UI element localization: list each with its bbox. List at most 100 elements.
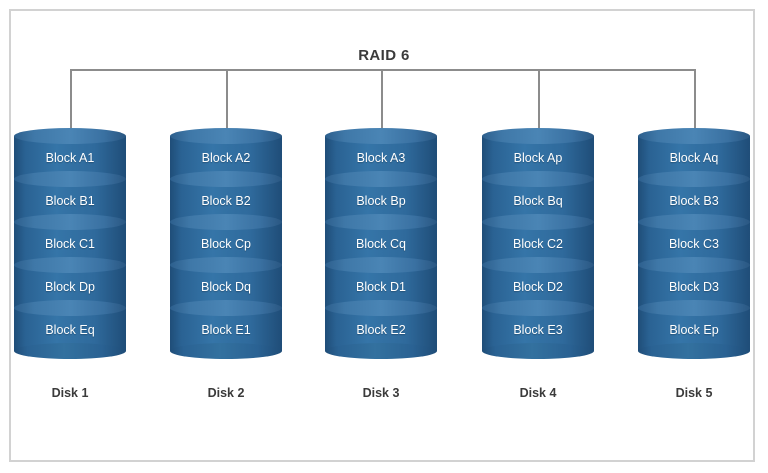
disk-5[interactable]: Block Aq Block B3 Block C3 Block D3 Bloc… (638, 128, 750, 368)
disk-5-block-2[interactable]: Block B3 (638, 171, 750, 222)
cylinder-cap-icon (325, 214, 437, 230)
disk-4-block-4[interactable]: Block D2 (482, 257, 594, 308)
block-label: Block Ep (669, 322, 719, 337)
block-label: Block E2 (356, 322, 406, 337)
disk-5-block-1[interactable]: Block Aq (638, 128, 750, 179)
disk-1-stack: Block A1 Block B1 Block C1 Block Dp Bloc… (14, 128, 126, 368)
block-label: Block A1 (45, 150, 95, 165)
disk-2-stack: Block A2 Block B2 Block Cp Block Dq Bloc… (170, 128, 282, 368)
disk-1-block-5[interactable]: Block Eq (14, 300, 126, 359)
disk-3-block-1[interactable]: Block A3 (325, 128, 437, 179)
connector-line-disk-2 (226, 69, 228, 141)
disk-2-block-5[interactable]: Block E1 (170, 300, 282, 359)
cylinder-base-icon (325, 343, 437, 359)
disk-4-block-1[interactable]: Block Ap (482, 128, 594, 179)
block-label: Block Dp (44, 279, 96, 294)
cylinder-cap-icon (170, 300, 282, 316)
block-label: Block Ap (513, 150, 563, 165)
cylinder-base-icon (14, 343, 126, 359)
block-label: Block Dq (200, 279, 252, 294)
disk-3-block-4[interactable]: Block D1 (325, 257, 437, 308)
block-label: Block D3 (668, 279, 720, 294)
block-label: Block Aq (669, 150, 719, 165)
cylinder-cap-icon (14, 128, 126, 144)
disk-5-block-5[interactable]: Block Ep (638, 300, 750, 359)
block-label: Block D1 (355, 279, 407, 294)
cylinder-cap-icon (325, 171, 437, 187)
cylinder-cap-icon (638, 171, 750, 187)
cylinder-cap-icon (325, 128, 437, 144)
disk-1-block-2[interactable]: Block B1 (14, 171, 126, 222)
block-label: Block B2 (201, 193, 251, 208)
disk-4-block-3[interactable]: Block C2 (482, 214, 594, 265)
disk-4-label: Disk 4 (519, 386, 557, 400)
disk-2-block-1[interactable]: Block A2 (170, 128, 282, 179)
block-label: Block E1 (201, 322, 251, 337)
cylinder-cap-icon (325, 300, 437, 316)
cylinder-cap-icon (14, 300, 126, 316)
disk-2[interactable]: Block A2 Block B2 Block Cp Block Dq Bloc… (170, 128, 282, 368)
block-label: Block D2 (512, 279, 564, 294)
disk-3-block-5[interactable]: Block E2 (325, 300, 437, 359)
disk-3-block-2[interactable]: Block Bp (325, 171, 437, 222)
block-label: Block Cp (200, 236, 252, 251)
block-label: Block Cq (355, 236, 407, 251)
disk-1-block-3[interactable]: Block C1 (14, 214, 126, 265)
connector-line-disk-1 (70, 69, 72, 141)
block-label: Block B3 (669, 193, 719, 208)
raid-bus-line (70, 69, 696, 71)
disk-4[interactable]: Block Ap Block Bq Block C2 Block D2 Bloc… (482, 128, 594, 368)
block-label: Block Eq (45, 322, 95, 337)
block-label: Block Bq (513, 193, 563, 208)
cylinder-cap-icon (482, 257, 594, 273)
disk-4-block-2[interactable]: Block Bq (482, 171, 594, 222)
disk-5-block-3[interactable]: Block C3 (638, 214, 750, 265)
cylinder-cap-icon (14, 257, 126, 273)
cylinder-cap-icon (482, 128, 594, 144)
cylinder-cap-icon (482, 300, 594, 316)
cylinder-cap-icon (638, 128, 750, 144)
connector-line-disk-3 (381, 69, 383, 141)
disk-2-block-3[interactable]: Block Cp (170, 214, 282, 265)
disk-4-block-5[interactable]: Block E3 (482, 300, 594, 359)
block-label: Block Bp (356, 193, 406, 208)
block-label: Block E3 (513, 322, 563, 337)
cylinder-cap-icon (325, 257, 437, 273)
disk-4-stack: Block Ap Block Bq Block C2 Block D2 Bloc… (482, 128, 594, 368)
disk-3[interactable]: Block A3 Block Bp Block Cq Block D1 Bloc… (325, 128, 437, 368)
disk-5-label: Disk 5 (675, 386, 713, 400)
disk-5-stack: Block Aq Block B3 Block C3 Block D3 Bloc… (638, 128, 750, 368)
block-label: Block B1 (45, 193, 95, 208)
cylinder-cap-icon (170, 257, 282, 273)
cylinder-cap-icon (482, 214, 594, 230)
diagram-title: RAID 6 (358, 47, 410, 64)
block-label: Block C1 (44, 236, 96, 251)
cylinder-cap-icon (638, 257, 750, 273)
block-label: Block C2 (512, 236, 564, 251)
connector-line-disk-4 (538, 69, 540, 141)
cylinder-base-icon (638, 343, 750, 359)
connector-line-disk-5 (694, 69, 696, 141)
cylinder-cap-icon (14, 214, 126, 230)
disk-1[interactable]: Block A1 Block B1 Block C1 Block Dp Bloc… (14, 128, 126, 368)
disk-1-label: Disk 1 (51, 386, 89, 400)
cylinder-base-icon (170, 343, 282, 359)
cylinder-cap-icon (638, 300, 750, 316)
disk-1-block-1[interactable]: Block A1 (14, 128, 126, 179)
cylinder-cap-icon (170, 128, 282, 144)
disk-2-block-2[interactable]: Block B2 (170, 171, 282, 222)
block-label: Block A3 (356, 150, 406, 165)
disk-3-stack: Block A3 Block Bp Block Cq Block D1 Bloc… (325, 128, 437, 368)
cylinder-cap-icon (170, 171, 282, 187)
block-label: Block A2 (201, 150, 251, 165)
disk-1-block-4[interactable]: Block Dp (14, 257, 126, 308)
disk-5-block-4[interactable]: Block D3 (638, 257, 750, 308)
disk-3-block-3[interactable]: Block Cq (325, 214, 437, 265)
cylinder-cap-icon (14, 171, 126, 187)
cylinder-cap-icon (170, 214, 282, 230)
disk-3-label: Disk 3 (362, 386, 400, 400)
disk-2-label: Disk 2 (207, 386, 245, 400)
disk-2-block-4[interactable]: Block Dq (170, 257, 282, 308)
cylinder-cap-icon (638, 214, 750, 230)
